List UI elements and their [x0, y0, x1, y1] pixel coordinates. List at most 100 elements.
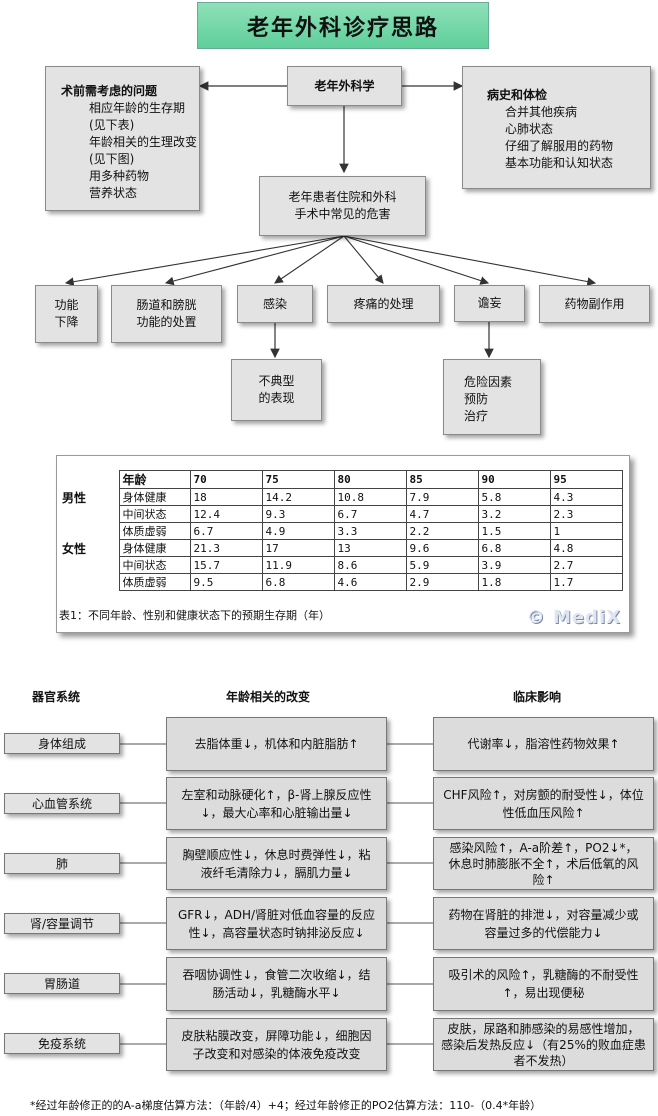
- change-immune-system: 皮肤粘膜改变，屏障功能↓，细胞因 子改变和对感染的体液免疫改变: [166, 1018, 387, 1071]
- impact-line: 险↑: [532, 872, 555, 887]
- table-cell: 4.6: [333, 573, 407, 591]
- impact-body-composition: 代谢率↓，脂溶性药物效果↑: [433, 717, 654, 771]
- table-cell: 6.7: [189, 522, 263, 540]
- preop-item: 相应年龄的生存期: [89, 101, 186, 115]
- impact-line: 吸引术的风险↑，乳糖酶的不耐受性: [448, 968, 639, 982]
- impact-lung: 感染风险↑，A-a阶差↑，PO2↓*， 休息时肺膨胀不全↑，术后低氧的风 险↑: [433, 837, 654, 890]
- health-state: 体质虚弱: [118, 573, 191, 591]
- functional-decline-box: 功能 下降: [35, 285, 98, 343]
- change-cardiovascular: 左室和动脉硬化↑，β-肾上腺反应性 ↓，最大心率和心脏输出量↓: [166, 777, 387, 830]
- drug-effects-box: 药物副作用: [539, 285, 650, 323]
- impact-line: 休息时肺膨胀不全↑，术后低氧的风: [448, 856, 639, 871]
- impact-line: 性低血压风险↑: [502, 805, 585, 820]
- flow-connectors: [64, 81, 597, 359]
- table-row: 体质虚弱 9.5 6.8 4.6 2.9 1.8 1.7: [59, 573, 623, 591]
- organ-gi-tract: 胃肠道: [4, 973, 120, 994]
- table-row: 中间状态 15.7 11.9 8.6 5.9 3.9 2.7: [59, 556, 623, 574]
- age-cell: 90: [477, 470, 551, 489]
- history-exam-box: 病史和体检 合并其他疾病 心肺状态 仔细了解服用的药物 基本功能和认知状态: [462, 66, 651, 189]
- delirium-detail-item: 预防: [464, 392, 489, 406]
- impact-line: 感染后发热反应↓（有25%的败血症患: [441, 1037, 646, 1052]
- age-header: 年龄: [118, 470, 191, 489]
- impact-renal-volume: 药物在肾脏的排泄↓，对容量减少或 容量过多的代偿能力↓: [433, 897, 654, 950]
- functional-decline-line: 功能: [54, 298, 79, 312]
- page-title: 老年外科诊疗思路: [197, 2, 489, 49]
- impact-cardiovascular: CHF风险↑，对房颤的耐受性↓，体位 性低血压风险↑: [433, 777, 654, 830]
- impact-line: 药物在肾脏的排泄↓，对容量减少或: [448, 907, 639, 922]
- change-body-composition: 去脂体重↓，机体和内脏脂肪↑: [166, 717, 387, 771]
- functional-decline-line: 下降: [54, 315, 79, 329]
- medix-watermark: © MediX: [526, 607, 621, 628]
- impact-gi-tract: 吸引术的风险↑，乳糖酶的不耐受性 ↑，易出现便秘: [433, 957, 654, 1011]
- table-cell: 2.9: [405, 573, 479, 591]
- hazards-box: 老年患者住院和外科 手术中常见的危害: [259, 176, 426, 236]
- sex-label: 女性: [62, 541, 87, 556]
- table-cell: 6.7: [333, 505, 407, 523]
- sex-label: 男性: [62, 490, 87, 505]
- infection-box: 感染: [237, 285, 313, 323]
- preop-item: (见下图): [89, 152, 135, 166]
- table-cell: 6.8: [261, 573, 335, 591]
- preop-item: 用多种药物: [89, 169, 150, 183]
- delirium-box: 谵妄: [454, 285, 525, 322]
- table-cell: 12.4: [189, 505, 263, 523]
- impact-immune-system: 皮肤，尿路和肺感染的易感性增加， 感染后发热反应↓（有25%的败血症患 者不发热…: [433, 1018, 654, 1071]
- table-cell: 17: [261, 539, 335, 557]
- change-line: ↓，最大心率和心脏输出量↓: [200, 805, 353, 820]
- atypical-line: 的表现: [258, 391, 295, 405]
- table-cell: 2.3: [549, 505, 623, 523]
- infection-label: 感染: [262, 296, 287, 311]
- table-cell: 14.2: [261, 488, 335, 506]
- table-cell: 8.6: [333, 556, 407, 574]
- change-renal-volume: GFR↓，ADH/肾脏对低血容量的反应 性↓，高容量状态时钠排泌反应↓: [166, 897, 387, 950]
- atypical-presentation-box: 不典型 的表现: [231, 359, 322, 421]
- preop-item: (见下表): [89, 118, 135, 132]
- footnote: *经过年龄修正的的A-a梯度估算方法：（年龄/4）+4；经过年龄修正的PO2估算…: [30, 1099, 542, 1112]
- delirium-label: 谵妄: [477, 296, 502, 310]
- table-row: 女性 身体健康 21.3 17 13 9.6 6.8 4.8: [59, 539, 623, 557]
- drug-effects-label: 药物副作用: [564, 296, 625, 311]
- impact-line: CHF风险↑，对房颤的耐受性↓，体位: [443, 787, 644, 802]
- change-gi-tract: 吞咽协调性↓，食管二次收缩↓，结 肠活动↓，乳糖酶水平↓: [166, 957, 387, 1011]
- change-line: 皮肤粘膜改变，屏障功能↓，细胞因: [181, 1028, 372, 1043]
- organ-lung: 肺: [4, 853, 120, 874]
- hazards-line: 手术中常见的危害: [294, 207, 391, 221]
- history-item: 心肺状态: [505, 122, 554, 136]
- impact-line: 感染风险↑，A-a阶差↑，PO2↓*，: [449, 840, 638, 855]
- table-cell: 6.8: [477, 539, 551, 557]
- change-line: 性↓，高容量状态时钠排泌反应↓: [188, 925, 365, 940]
- delirium-detail-item: 治疗: [464, 409, 489, 423]
- preop-item: 年龄相关的生理改变: [89, 135, 198, 149]
- history-heading: 病史和体检: [487, 88, 548, 102]
- change-line: 子改变和对感染的体液免疫改变: [192, 1046, 361, 1061]
- table-cell: 3.2: [477, 505, 551, 523]
- pain-box: 疼痛的处理: [327, 285, 440, 323]
- life-expectancy-table: 年龄 70 75 80 85 90 95 男性 身体健康 18 14.2 10.…: [59, 470, 623, 591]
- table-cell: 18: [189, 488, 263, 506]
- change-line: 液纤毛清除力↓，膈肌力量↓: [200, 865, 353, 880]
- life-expectancy-table-panel: 年龄 70 75 80 85 90 95 男性 身体健康 18 14.2 10.…: [56, 455, 630, 633]
- age-cell: 95: [549, 470, 623, 489]
- change-line: 去脂体重↓，机体和内脏脂肪↑: [194, 737, 359, 751]
- table-row: 男性 身体健康 18 14.2 10.8 7.9 5.8 4.3: [59, 488, 623, 506]
- history-item: 仔细了解服用的药物: [505, 139, 614, 153]
- history-item: 合并其他疾病: [505, 105, 578, 119]
- change-line: 左室和动脉硬化↑，β-肾上腺反应性: [181, 787, 372, 802]
- history-item: 基本功能和认知状态: [505, 156, 614, 170]
- change-lung: 胸壁顺应性↓，休息时费弹性↓，粘 液纤毛清除力↓，膈肌力量↓: [166, 837, 387, 890]
- impact-line: 容量过多的代偿能力↓: [484, 925, 603, 940]
- table-cell: 9.5: [189, 573, 263, 591]
- change-line: 吞咽协调性↓，食管二次收缩↓，结: [182, 968, 371, 982]
- table-row: 中间状态 12.4 9.3 6.7 4.7 3.2 2.3: [59, 505, 623, 523]
- change-line: 肠活动↓，乳糖酶水平↓: [212, 986, 341, 1000]
- table-caption: 表1：不同年龄、性别和健康状态下的预期生存期（年）: [59, 609, 330, 622]
- change-line: 胸壁顺应性↓，休息时费弹性↓，粘: [182, 847, 371, 862]
- delirium-detail-box: 危险因素 预防 治疗: [443, 359, 541, 435]
- impact-line: 者不发热）: [513, 1053, 574, 1068]
- organ-column-header: 器官系统: [32, 690, 81, 704]
- atypical-line: 不典型: [258, 374, 295, 388]
- impact-column-header: 临床影响: [513, 690, 562, 704]
- preop-item: 营养状态: [89, 186, 138, 200]
- geriatric-surgery-label: 老年外科学: [314, 78, 375, 93]
